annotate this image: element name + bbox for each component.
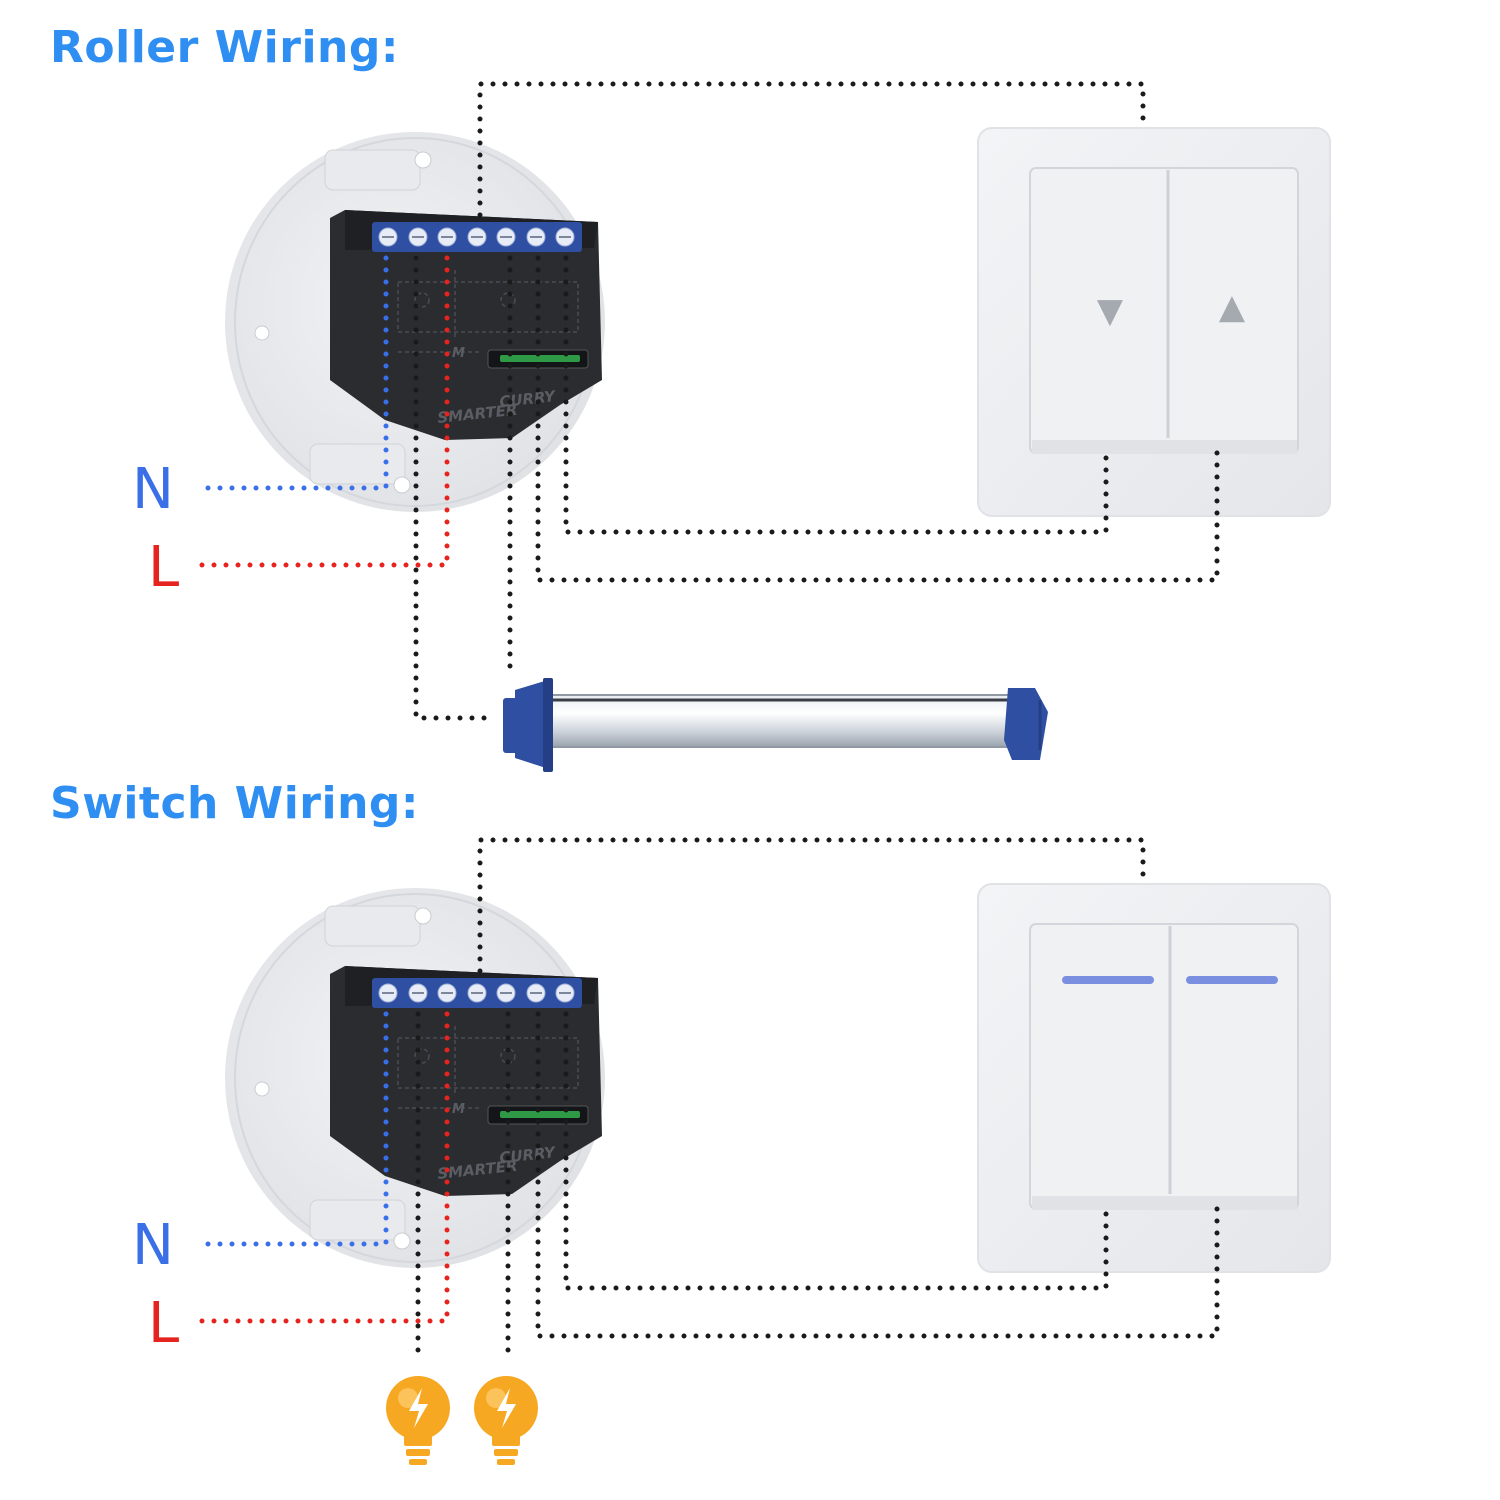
- up-arrow-icon: ▲: [1219, 287, 1246, 327]
- light-wall-switch[interactable]: [977, 883, 1331, 1273]
- switch-neutral-label: N: [132, 1213, 174, 1278]
- lightbulb-icon: [386, 1376, 450, 1465]
- roller-wire-switch-common: [477, 81, 1146, 218]
- roller-live-label: L: [148, 535, 180, 600]
- roller-module-brand-top: CURRY: [499, 387, 558, 411]
- roller-motor-tube: [503, 678, 1048, 772]
- switch-module: [224, 887, 606, 1269]
- roller-module-motor-mark: M: [452, 346, 465, 361]
- switch-wire-switch-common: [477, 837, 1146, 974]
- switch-live-label: L: [148, 1291, 180, 1356]
- roller-neutral-label: N: [132, 457, 174, 522]
- switch-wire-switch-right: [535, 1011, 1220, 1339]
- roller-wires: [197, 81, 1220, 721]
- switch-module-motor-mark: M: [452, 1102, 465, 1117]
- switch-wire-switch-left: [563, 1011, 1109, 1291]
- switch-module-brand-top: CURRY: [499, 1143, 558, 1167]
- switch-wires: [197, 837, 1220, 1365]
- roller-wire-switch-right: [535, 255, 1220, 583]
- roller-wire-switch-left: [563, 255, 1109, 535]
- roller-neutral-wire: [197, 255, 389, 491]
- roller-wall-switch[interactable]: ▼ ▲: [977, 127, 1331, 517]
- right-indicator-light: [1186, 976, 1278, 984]
- down-arrow-icon: ▼: [1097, 291, 1124, 331]
- lightbulb-icon: [474, 1376, 538, 1465]
- switch-neutral-wire: [197, 1011, 389, 1247]
- roller-module: [224, 131, 606, 513]
- switch-section-title: Switch Wiring:: [50, 778, 419, 829]
- roller-section-title: Roller Wiring:: [50, 22, 399, 73]
- left-indicator-light: [1062, 976, 1154, 984]
